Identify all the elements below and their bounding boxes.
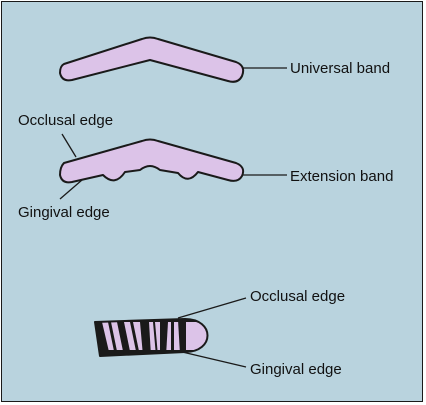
universal-band [59,36,245,83]
label-occlusal-edge-bottom: Occlusal edge [250,288,345,305]
leader-gingival-edge-bottom [177,350,247,368]
leader-occlusal-edge-top [61,133,77,158]
leader-occlusal-edge-bottom [177,297,247,319]
label-gingival-edge-bottom: Gingival edge [250,361,342,378]
label-extension-band: Extension band [290,168,393,185]
coiled-band [94,318,209,357]
label-occlusal-edge-top: Occlusal edge [18,112,113,129]
extension-band [59,138,245,184]
label-gingival-edge-top: Gingival edge [18,204,110,221]
label-universal-band: Universal band [290,60,390,77]
leader-gingival-edge-top [59,179,83,200]
